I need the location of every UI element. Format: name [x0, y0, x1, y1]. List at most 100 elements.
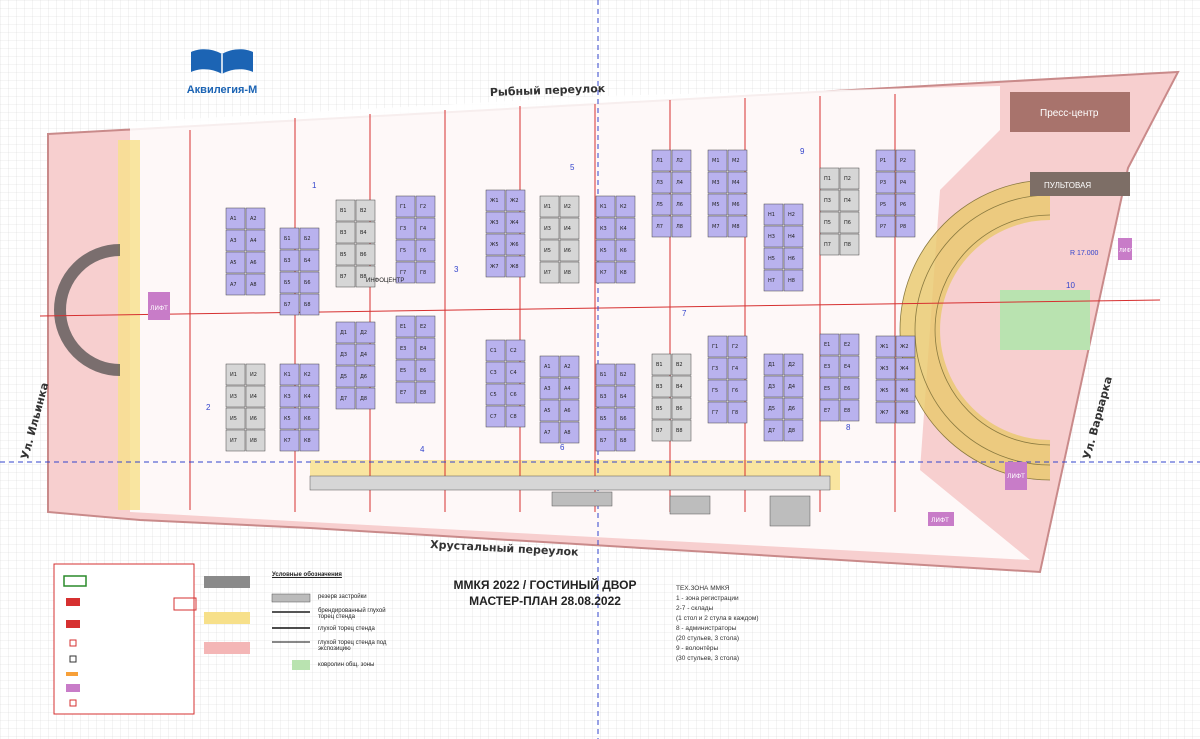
stand[interactable]: [539, 261, 560, 284]
stand[interactable]: [505, 405, 526, 428]
stand[interactable]: [707, 379, 728, 402]
stand[interactable]: [763, 397, 784, 420]
stand[interactable]: [875, 357, 896, 380]
stand[interactable]: [783, 419, 804, 442]
stand[interactable]: [505, 255, 526, 278]
stand[interactable]: [245, 251, 266, 274]
stand[interactable]: [355, 343, 376, 366]
stand[interactable]: [279, 407, 300, 430]
stand[interactable]: [671, 215, 692, 238]
stand[interactable]: [595, 195, 616, 218]
stand[interactable]: [559, 239, 580, 262]
stand[interactable]: [595, 429, 616, 452]
stand[interactable]: [225, 363, 246, 386]
stand[interactable]: [415, 315, 436, 338]
stand[interactable]: [839, 377, 860, 400]
stand[interactable]: [485, 189, 506, 212]
stand[interactable]: [875, 149, 896, 172]
stand[interactable]: [615, 239, 636, 262]
stand[interactable]: [539, 355, 560, 378]
stand[interactable]: [279, 385, 300, 408]
stand[interactable]: [539, 239, 560, 262]
stand[interactable]: [727, 401, 748, 424]
stand[interactable]: [299, 227, 320, 250]
stand[interactable]: [895, 379, 916, 402]
stand[interactable]: [707, 193, 728, 216]
stand[interactable]: [225, 407, 246, 430]
stand[interactable]: [355, 243, 376, 266]
stand[interactable]: [395, 195, 416, 218]
stand[interactable]: [727, 357, 748, 380]
stand[interactable]: [485, 255, 506, 278]
stand[interactable]: [355, 365, 376, 388]
stand[interactable]: [895, 215, 916, 238]
stand[interactable]: [415, 337, 436, 360]
stand[interactable]: [895, 357, 916, 380]
stand[interactable]: [279, 429, 300, 452]
stand[interactable]: [485, 361, 506, 384]
stand[interactable]: [279, 363, 300, 386]
stand[interactable]: [839, 167, 860, 190]
stand[interactable]: [559, 355, 580, 378]
stand[interactable]: [727, 149, 748, 172]
stand[interactable]: [505, 233, 526, 256]
stand[interactable]: [671, 149, 692, 172]
stand[interactable]: [299, 293, 320, 316]
stand[interactable]: [783, 225, 804, 248]
stand[interactable]: [299, 429, 320, 452]
stand[interactable]: [819, 399, 840, 422]
stand[interactable]: [279, 293, 300, 316]
stand[interactable]: [895, 401, 916, 424]
stand[interactable]: [595, 239, 616, 262]
stand[interactable]: [839, 333, 860, 356]
stand[interactable]: [651, 149, 672, 172]
stand[interactable]: [335, 321, 356, 344]
stand[interactable]: [595, 407, 616, 430]
stand[interactable]: [763, 375, 784, 398]
stand[interactable]: [615, 195, 636, 218]
stand[interactable]: [559, 377, 580, 400]
stand[interactable]: [245, 429, 266, 452]
stand[interactable]: [727, 171, 748, 194]
stand[interactable]: [415, 381, 436, 404]
stand[interactable]: [225, 207, 246, 230]
stand[interactable]: [615, 363, 636, 386]
stand[interactable]: [763, 269, 784, 292]
stand[interactable]: [671, 193, 692, 216]
stand[interactable]: [671, 419, 692, 442]
stand[interactable]: [727, 379, 748, 402]
stand[interactable]: [415, 239, 436, 262]
stand[interactable]: [875, 335, 896, 358]
stand[interactable]: [395, 261, 416, 284]
stand[interactable]: [895, 193, 916, 216]
stand[interactable]: [819, 333, 840, 356]
stand[interactable]: [707, 215, 728, 238]
stand[interactable]: [615, 385, 636, 408]
stand[interactable]: [559, 261, 580, 284]
stand[interactable]: [395, 315, 416, 338]
stand[interactable]: [651, 397, 672, 420]
stand[interactable]: [763, 225, 784, 248]
stand[interactable]: [895, 335, 916, 358]
stand[interactable]: [485, 233, 506, 256]
stand[interactable]: [279, 249, 300, 272]
stand[interactable]: [651, 375, 672, 398]
stand[interactable]: [505, 339, 526, 362]
stand[interactable]: [505, 383, 526, 406]
stand[interactable]: [875, 401, 896, 424]
stand[interactable]: [615, 217, 636, 240]
stand[interactable]: [335, 387, 356, 410]
stand[interactable]: [539, 421, 560, 444]
stand[interactable]: [559, 421, 580, 444]
stand[interactable]: [415, 195, 436, 218]
stand[interactable]: [651, 419, 672, 442]
stand[interactable]: [875, 379, 896, 402]
stand[interactable]: [299, 363, 320, 386]
stand[interactable]: [783, 353, 804, 376]
stand[interactable]: [225, 251, 246, 274]
stand[interactable]: [595, 217, 616, 240]
stand[interactable]: [875, 193, 896, 216]
stand[interactable]: [539, 377, 560, 400]
stand[interactable]: [707, 357, 728, 380]
stand[interactable]: [355, 221, 376, 244]
